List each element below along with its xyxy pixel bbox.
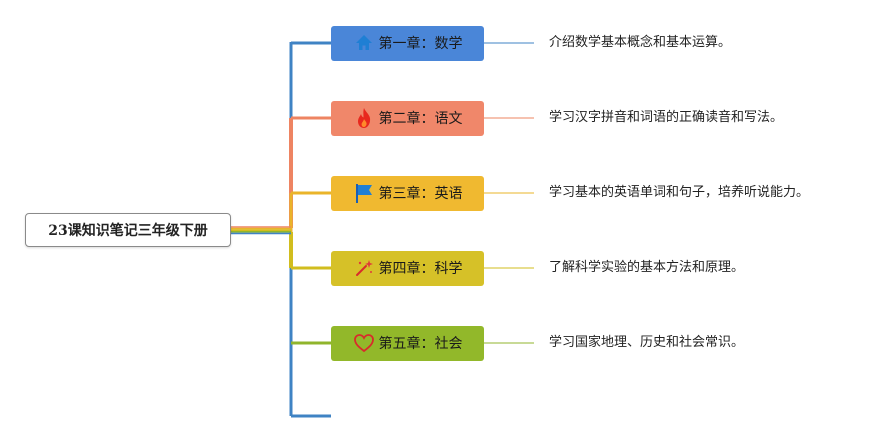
magic-wand-icon <box>353 257 375 279</box>
chapter-node-1[interactable]: 第一章：数学 <box>331 25 484 61</box>
chapter-label: 第五章：社会 <box>378 336 463 352</box>
chapter-label: 第三章：英语 <box>378 186 463 202</box>
house-icon <box>353 32 375 54</box>
chapter-node-4[interactable]: 第四章：科学 <box>331 250 484 286</box>
root-topic[interactable]: 23课知识笔记三年级下册 <box>25 213 231 247</box>
chapter-label: 第一章：数学 <box>378 36 463 52</box>
chapter-label: 第四章：科学 <box>378 261 463 277</box>
chapter-description-3[interactable]: 学习基本的英语单词和句子，培养听说能力。 <box>549 185 810 200</box>
chapter-node-5[interactable]: 第五章：社会 <box>331 325 484 361</box>
chapter-node-3[interactable]: 第三章：英语 <box>331 175 484 211</box>
fire-icon <box>353 107 375 129</box>
chapter-description-4[interactable]: 了解科学实验的基本方法和原理。 <box>549 260 745 275</box>
root-title: 23课知识笔记三年级下册 <box>48 223 208 239</box>
heart-icon <box>353 332 375 354</box>
flag-icon <box>353 182 375 204</box>
chapter-node-2[interactable]: 第二章：语文 <box>331 100 484 136</box>
chapter-description-5[interactable]: 学习国家地理、历史和社会常识。 <box>549 335 745 350</box>
chapter-description-1[interactable]: 介绍数学基本概念和基本运算。 <box>549 35 732 50</box>
chapter-description-2[interactable]: 学习汉字拼音和词语的正确读音和写法。 <box>549 110 784 125</box>
chapter-label: 第二章：语文 <box>378 111 463 127</box>
